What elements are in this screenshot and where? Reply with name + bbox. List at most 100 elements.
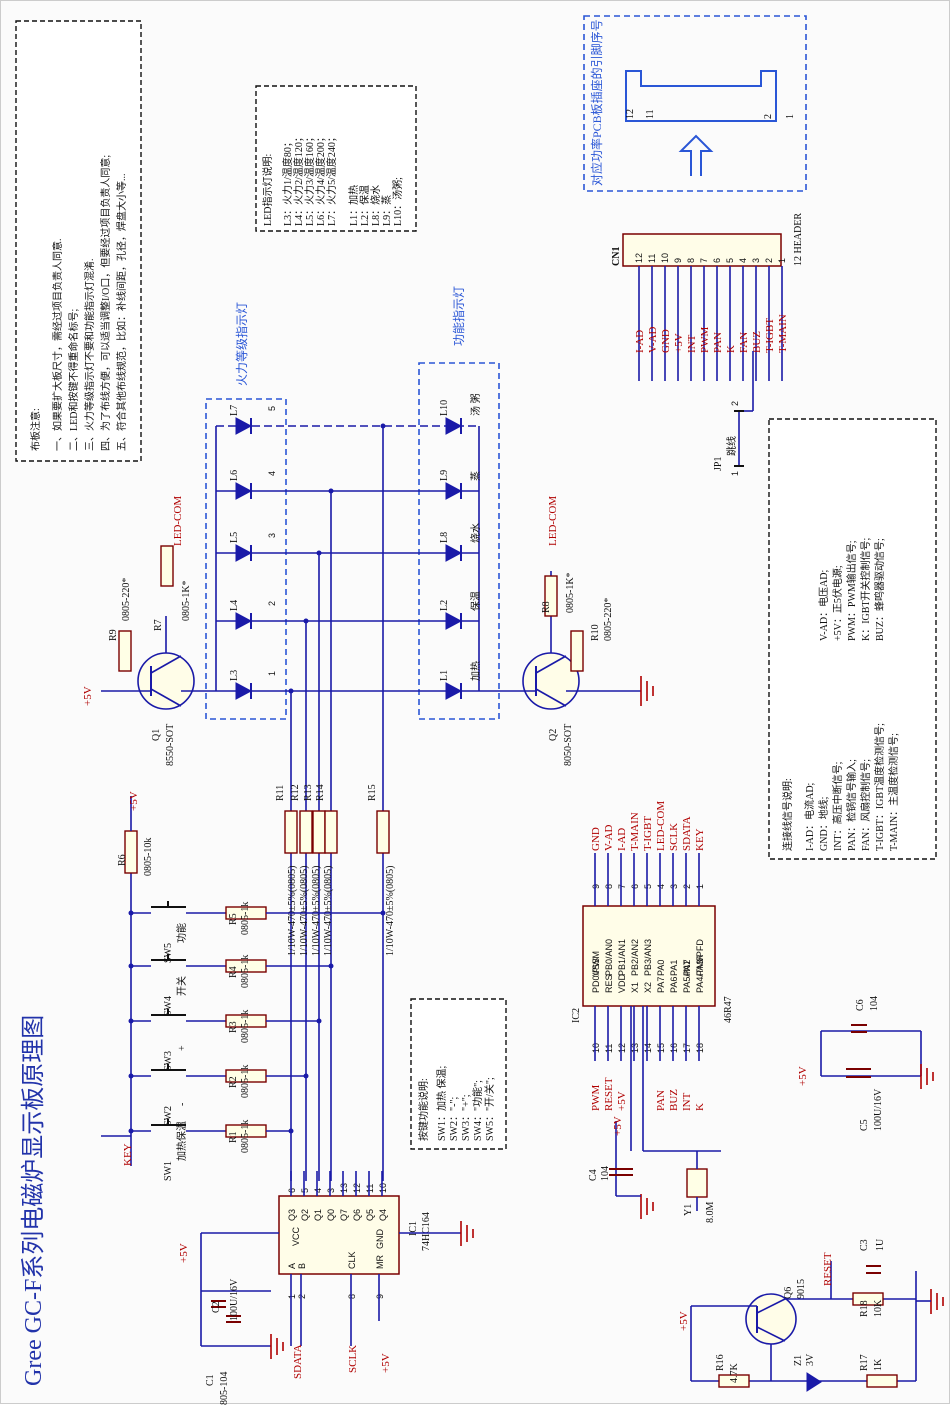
- y1-ref: Y1: [683, 1204, 694, 1216]
- ic2-ref: IC2: [571, 1008, 582, 1023]
- layout-notes-heading: 布板注意:: [29, 408, 42, 451]
- ic1-pin-name: Q5: [365, 1209, 375, 1221]
- key-resistor-ref: R3: [228, 1021, 239, 1033]
- cn1-pin-number: 5: [725, 258, 735, 263]
- c2-ref: C2: [211, 1301, 222, 1313]
- power-led-pin: 2: [267, 601, 277, 606]
- jp1-pin-1: 1: [730, 471, 740, 476]
- ic1-pin-number: 13: [339, 1183, 349, 1193]
- ic2-body: [582, 905, 716, 1007]
- ic1-pin-name: Q6: [352, 1209, 362, 1221]
- ic2-pin-name: PA7: [656, 977, 666, 993]
- ic2-pin-number: 17: [682, 1043, 692, 1053]
- ic2-pin-name: PB0/AN0: [604, 939, 614, 976]
- signal-notes-box: [768, 418, 937, 860]
- c3-ref: C3: [859, 1239, 870, 1251]
- z1-zener-icon: [806, 1372, 822, 1392]
- led-notes-heading: LED指示灯说明:: [261, 154, 274, 226]
- ic2-pin-number: 15: [656, 1043, 666, 1053]
- led-notes: LED指示灯说明: L3：火力1/温度80； L4：火力2/温度120； L5：…: [261, 132, 404, 226]
- reset-ground-icon: [930, 1289, 944, 1314]
- ic2-pin-name: VDD: [617, 973, 627, 993]
- ic2-pin-number: 14: [643, 1043, 653, 1053]
- ic1-pin-number: 1: [287, 1294, 297, 1299]
- ic1-mr-5v-net: +5V: [380, 1353, 392, 1373]
- ic1-body: [278, 1195, 400, 1275]
- led-resistor-spec: 1/10W-470±5%(0805): [311, 866, 322, 956]
- power-led-pin: 4: [267, 471, 277, 476]
- function-led-ref: L8: [439, 532, 450, 543]
- ic2-pin-name: VSS: [591, 958, 601, 976]
- led-series-resistor-ref: R12: [290, 784, 301, 801]
- signal-note-line: FAN：风扇控制信号;: [859, 759, 872, 851]
- led-series-resistor: [376, 810, 390, 854]
- signal-note-line: K：IGBT开关控制信号;: [859, 537, 872, 641]
- key-resistor-value: 0805-1k: [240, 1010, 251, 1043]
- layout-note-line: 五、符合其他布线规范，比如：补线间距，孔径，焊盘大小等...: [115, 174, 128, 452]
- ic1-pin-number: 5: [300, 1188, 310, 1193]
- cn1-pin-number: 2: [764, 258, 774, 263]
- function-led-label: 蒸: [470, 471, 482, 481]
- switch-label: -: [177, 1103, 188, 1106]
- layout-note-line: 一、如果要扩大板尺寸，需经过项目负责人同意.: [51, 239, 64, 452]
- ic2-pin-number: 7: [617, 884, 627, 889]
- cn1-signal-label: GND: [660, 329, 672, 353]
- q1-5v-net: +5V: [82, 686, 94, 706]
- r9-resistor: [118, 630, 132, 672]
- led-series-resistor: [284, 810, 298, 854]
- r10-ref: R10: [590, 624, 601, 641]
- ic2-net-label: PWM: [590, 1085, 602, 1112]
- switch-ref: SW4: [163, 996, 174, 1016]
- ic2-pin-number: 18: [695, 1043, 705, 1053]
- ic1-pin-number: 11: [365, 1184, 375, 1193]
- power-led-pin: 3: [267, 533, 277, 538]
- cn1-signal-label: PWM: [699, 327, 711, 354]
- key-note-line: SW2："-";: [449, 1097, 460, 1141]
- r10-value: 0805-220*: [603, 598, 614, 641]
- ic1-pin-number: 12: [352, 1183, 362, 1193]
- signal-note-line: T-MAIN：主温度检测信号;: [887, 733, 900, 851]
- c2-value: 100U/16V: [229, 1278, 240, 1321]
- r18-resistor: [852, 1292, 884, 1306]
- function-led-diode-icon: [445, 682, 463, 700]
- ic1-vcc-5v-net: +5V: [178, 1243, 190, 1263]
- header-pin-12: 12: [625, 109, 636, 119]
- c5-value: 100U/16V: [873, 1088, 884, 1131]
- ic2-pin-number: 13: [630, 1043, 640, 1053]
- function-led-label: 烧水: [469, 523, 482, 543]
- ic2-net-label: BUZ: [668, 1089, 680, 1111]
- cn1-pin-number: 12: [634, 253, 644, 263]
- c5-ground-icon: [920, 1064, 934, 1089]
- cn1-signal-label: PAN: [712, 332, 724, 353]
- cn1-signal-label: K: [725, 345, 737, 353]
- led-com-net-left: LED-COM: [172, 496, 184, 546]
- cn1-pins: 12I-AD11V-AD10GND9+5V8INT7PWM6PAN5K4FAN3…: [634, 253, 789, 381]
- y1-crystal: [686, 1168, 708, 1198]
- led-note-line: L3：火力1/温度80；: [281, 137, 294, 226]
- switch-ref: SW3: [163, 1051, 174, 1071]
- ic2-pin-number: 4: [656, 884, 666, 889]
- ic2-pin-name: PA4/TMR: [695, 954, 705, 993]
- function-led-label: 加热: [469, 661, 482, 681]
- r17-value: 1K: [873, 1358, 884, 1371]
- cn1-name: 12 HEADER: [793, 213, 804, 266]
- ic2-pin-name: X1: [630, 982, 640, 993]
- switch-ref: SW1: [163, 1161, 174, 1181]
- c6-value: 104: [869, 996, 880, 1011]
- r16-value: 4.7K: [729, 1363, 740, 1384]
- led-series-resistor-ref: R11: [275, 785, 286, 801]
- switch-ref: SW2: [163, 1106, 174, 1126]
- r6-value: 0805-10k: [143, 838, 154, 876]
- ic2-net-label: V-AD: [603, 824, 615, 851]
- layout-notes: 布板注意: 一、如果要扩大板尺寸，需经过项目负责人同意. 二、LED和按键不得重…: [29, 155, 128, 451]
- ic2-net-label: KEY: [694, 828, 706, 851]
- led-series-resistor: [312, 810, 326, 854]
- led-series-resistor: [299, 810, 313, 854]
- switch-label: +: [177, 1045, 188, 1051]
- ic2-net-label: PAN: [655, 1090, 667, 1111]
- c5-5v-net: +5V: [797, 1066, 809, 1086]
- power-led-ref: L7: [229, 405, 240, 416]
- cn1-pin-number: 1: [777, 258, 787, 263]
